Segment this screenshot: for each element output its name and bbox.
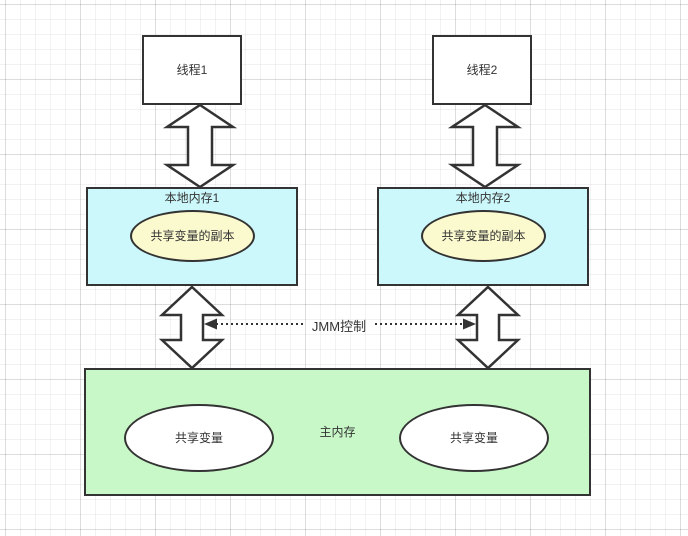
- replica2-ellipse[interactable]: 共享变量的副本: [421, 210, 546, 262]
- local-memory2-node[interactable]: 本地内存2 共享变量的副本: [377, 187, 589, 286]
- local-memory1-node[interactable]: 本地内存1 共享变量的副本: [86, 187, 298, 286]
- replica2-label: 共享变量的副本: [441, 228, 526, 243]
- thread1-label: 线程1: [176, 62, 208, 77]
- shared-var2-ellipse[interactable]: 共享变量: [399, 404, 549, 472]
- main-memory-node[interactable]: 主内存 共享变量 共享变量: [84, 368, 591, 496]
- jmm-arrowhead-right-icon: [463, 318, 476, 330]
- jmm-control-label: JMM控制: [311, 319, 367, 334]
- local-memory2-title: 本地内存2: [455, 191, 511, 205]
- double-arrow-thread1-local1[interactable]: [162, 103, 238, 189]
- thread2-label: 线程2: [466, 62, 498, 77]
- local-memory1-title: 本地内存1: [164, 191, 220, 205]
- shared-var1-label: 共享变量: [174, 430, 223, 445]
- double-arrow-thread2-local2[interactable]: [447, 103, 523, 189]
- shared-var1-ellipse[interactable]: 共享变量: [124, 404, 274, 472]
- jmm-arrowhead-left-icon: [204, 318, 217, 330]
- thread1-node[interactable]: 线程1: [142, 35, 242, 105]
- thread2-node[interactable]: 线程2: [432, 35, 532, 105]
- shared-var2-label: 共享变量: [449, 430, 498, 445]
- replica1-ellipse[interactable]: 共享变量的副本: [130, 210, 255, 262]
- replica1-label: 共享变量的副本: [150, 228, 235, 243]
